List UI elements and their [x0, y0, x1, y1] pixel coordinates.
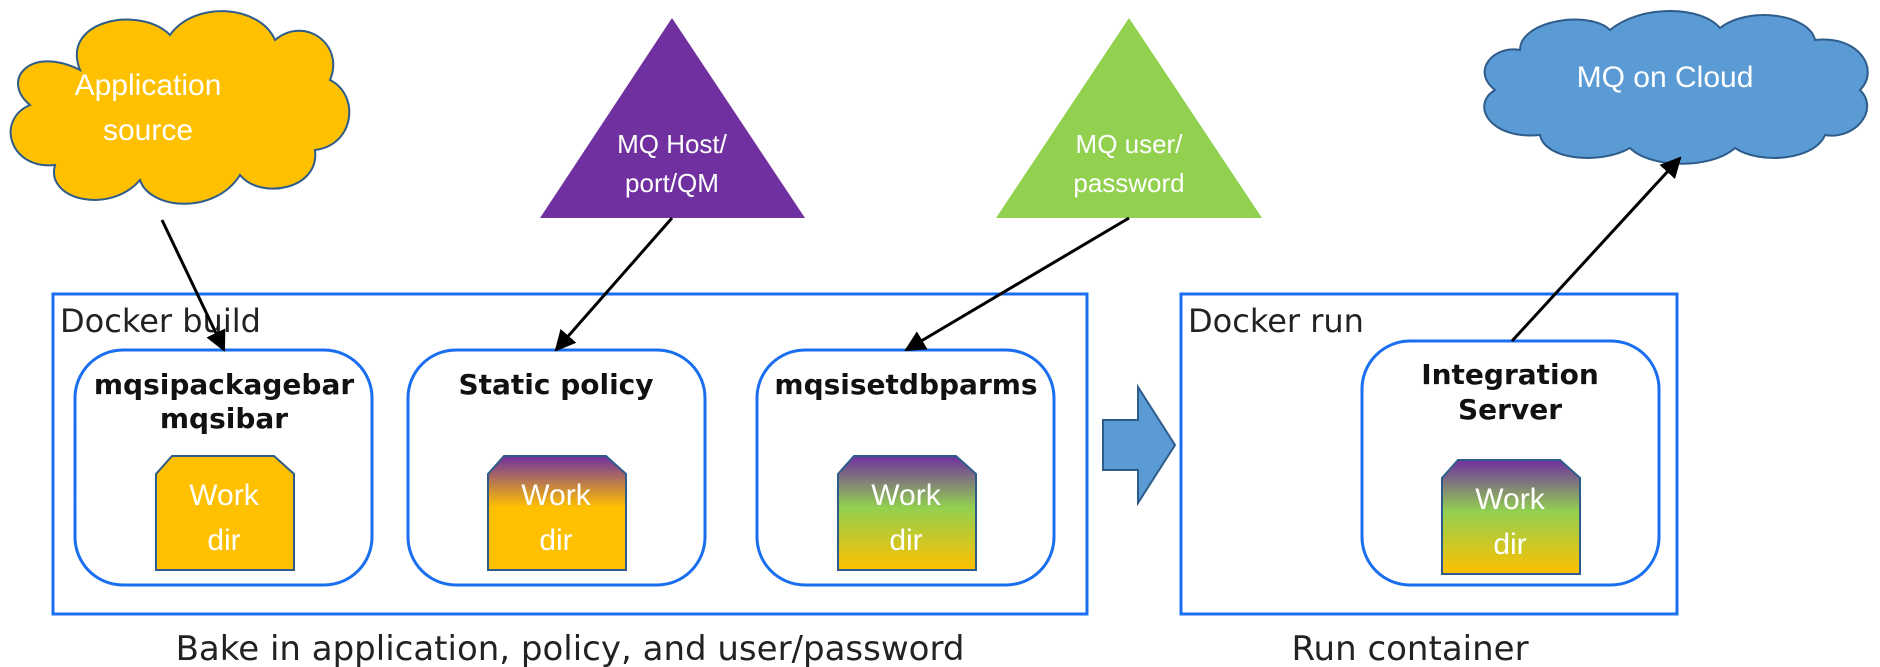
docker-run-frame: Docker run — [1179, 292, 1679, 616]
mq-user-to-setdbparms-arrow — [904, 216, 1130, 352]
mq-user-label-line2: password — [1073, 168, 1184, 198]
work-dir-label-line2: dir — [539, 524, 572, 557]
docker-run-title: Docker run — [1188, 302, 1364, 340]
integration-server: Integration Server Work dir — [1360, 339, 1661, 587]
work-dir-icon: Work dir — [155, 455, 295, 571]
step-mqsipackagebar-line2: mqsibar — [160, 402, 288, 435]
step-static-policy-line1: Static policy — [458, 368, 653, 401]
work-dir-label-line1: Work — [1475, 483, 1545, 516]
mq-host-label-line2: port/QM — [625, 168, 719, 198]
work-dir-label-line1: Work — [871, 479, 941, 512]
mq-host-triangle: MQ Host/ port/QM — [540, 18, 805, 218]
mq-host-to-policy-arrow — [554, 217, 674, 352]
work-dir-icon: Work dir — [1441, 459, 1581, 575]
docker-build-frame: Docker build — [51, 292, 1089, 616]
work-dir-label-line2: dir — [207, 524, 240, 557]
mq-on-cloud: MQ on Cloud — [1483, 10, 1869, 165]
work-dir-label-line1: Work — [189, 479, 259, 512]
work-dir-icon: Work dir — [487, 455, 627, 571]
application-source-label-line1: Application — [75, 69, 222, 102]
step-mqsipackagebar: mqsipackagebar mqsibar Work dir — [73, 348, 374, 587]
mq-on-cloud-label: MQ on Cloud — [1577, 61, 1754, 94]
application-to-package-arrow — [160, 219, 226, 352]
mq-user-label-line1: MQ user/ — [1076, 129, 1184, 159]
integration-server-line2: Server — [1458, 393, 1562, 426]
build-to-run-arrow-icon — [1102, 383, 1177, 507]
step-mqsipackagebar-line1: mqsipackagebar — [94, 368, 355, 401]
mq-host-label-line1: MQ Host/ — [617, 129, 728, 159]
step-mqsisetdbparms: mqsisetdbparms Work dir — [755, 348, 1056, 587]
work-dir-label-line2: dir — [889, 524, 922, 557]
server-to-mq-cloud-arrow — [1510, 156, 1682, 343]
application-source-label-line2: source — [103, 114, 193, 147]
mq-user-triangle: MQ user/ password — [996, 18, 1262, 218]
work-dir-label-line1: Work — [521, 479, 591, 512]
application-source-cloud: Application source — [9, 10, 351, 205]
docker-build-title: Docker build — [60, 302, 261, 340]
step-mqsisetdbparms-line1: mqsisetdbparms — [774, 368, 1037, 401]
integration-server-line1: Integration — [1421, 358, 1599, 391]
work-dir-icon: Work dir — [837, 455, 977, 571]
step-static-policy: Static policy Work dir — [406, 348, 707, 587]
work-dir-label-line2: dir — [1493, 528, 1526, 561]
build-caption: Bake in application, policy, and user/pa… — [176, 629, 965, 667]
run-caption: Run container — [1291, 629, 1528, 667]
